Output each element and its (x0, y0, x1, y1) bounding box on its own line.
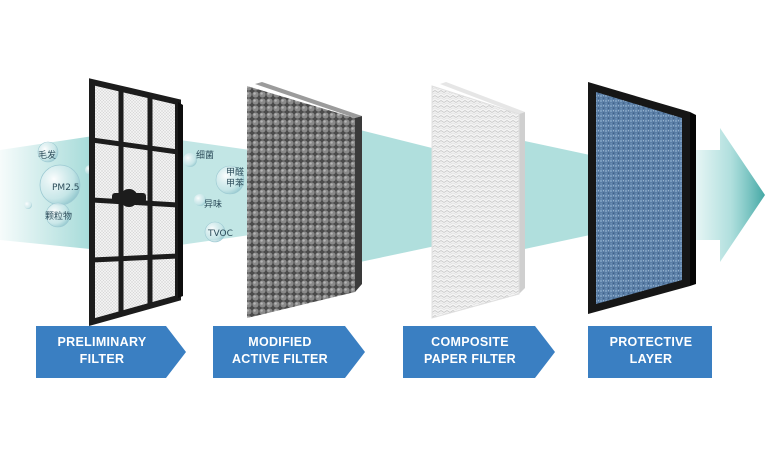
pollutant-label: PM2.5 (52, 183, 80, 193)
stage-label-line: PAPER FILTER (423, 352, 517, 366)
stage-label-line: MODIFIED (248, 335, 312, 349)
stage-label-protective-layer: PROTECTIVE LAYER (588, 322, 714, 380)
pollutant-label: TVOC (207, 229, 233, 239)
air-flow-arrow (0, 128, 765, 262)
banner-box (588, 326, 712, 378)
stage-label-line: PROTECTIVE (609, 335, 693, 349)
pollutant-label: 细菌 (196, 149, 214, 161)
stage-banners (36, 326, 712, 378)
pollutant-label: 异味 (204, 198, 222, 210)
stage-label-line: FILTER (79, 352, 125, 366)
stage-label-line: PRELIMINARY (57, 335, 147, 349)
pollutant-label: 甲苯 (226, 177, 244, 189)
stage-label-line: LAYER (629, 352, 673, 366)
stage-label-composite-paper-filter: COMPOSITE PAPER FILTER (403, 322, 555, 380)
banner-arrow (213, 326, 365, 378)
protective-layer-graphic (588, 82, 696, 314)
stage-label-modified-active-filter: MODIFIED ACTIVE FILTER (213, 322, 365, 380)
preliminary-filter-graphic (89, 78, 183, 326)
stage-label-line: ACTIVE FILTER (231, 352, 329, 366)
stage-label-preliminary-filter: PRELIMINARY FILTER (36, 322, 186, 380)
pollutant-label: 毛发 (38, 149, 56, 161)
pollutant-label: 颗粒物 (45, 210, 72, 222)
pollutant-label: 甲醛 (226, 166, 244, 178)
stage-label-line: COMPOSITE (431, 335, 509, 349)
banner-arrow (36, 326, 186, 378)
active-filter-graphic (247, 82, 362, 318)
paper-filter-graphic (431, 82, 525, 319)
banner-arrow (403, 326, 555, 378)
